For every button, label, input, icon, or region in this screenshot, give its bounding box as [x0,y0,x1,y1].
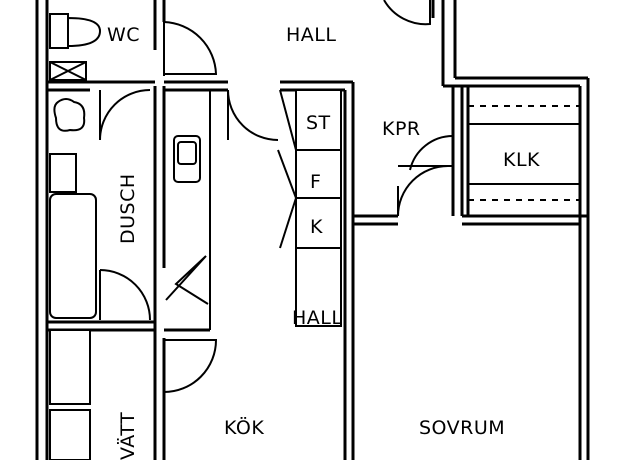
label-dusch: DUSCH [117,173,139,244]
toilet-tank [49,13,69,49]
bathtub [49,193,97,319]
fixtures [49,13,580,460]
label-k: K [310,216,323,238]
sink [53,98,86,132]
label-kok: KÖK [224,416,264,439]
label-vatt: VÄTT [116,412,139,460]
label-sovrum: SOVRUM [419,417,505,439]
cabinet-lower [295,247,342,327]
label-hall: HALL [286,24,336,46]
toilet-bowl [67,16,102,48]
washer [49,329,91,405]
room-labels: WC HALL ST F K KPR KLK HALL KÖK SOVRUM D… [107,24,540,460]
label-f: F [310,171,321,193]
dryer [49,409,91,460]
cabinet-st [295,89,342,151]
label-kpr: KPR [382,118,421,140]
label-klk: KLK [503,149,540,171]
stove-zigzag [165,255,209,305]
cabinet-f [295,149,342,199]
doors [99,0,454,393]
label-hall-lower: HALL [292,307,342,329]
label-st: ST [306,112,331,134]
cabinet [49,153,77,193]
label-wc: WC [107,24,140,46]
